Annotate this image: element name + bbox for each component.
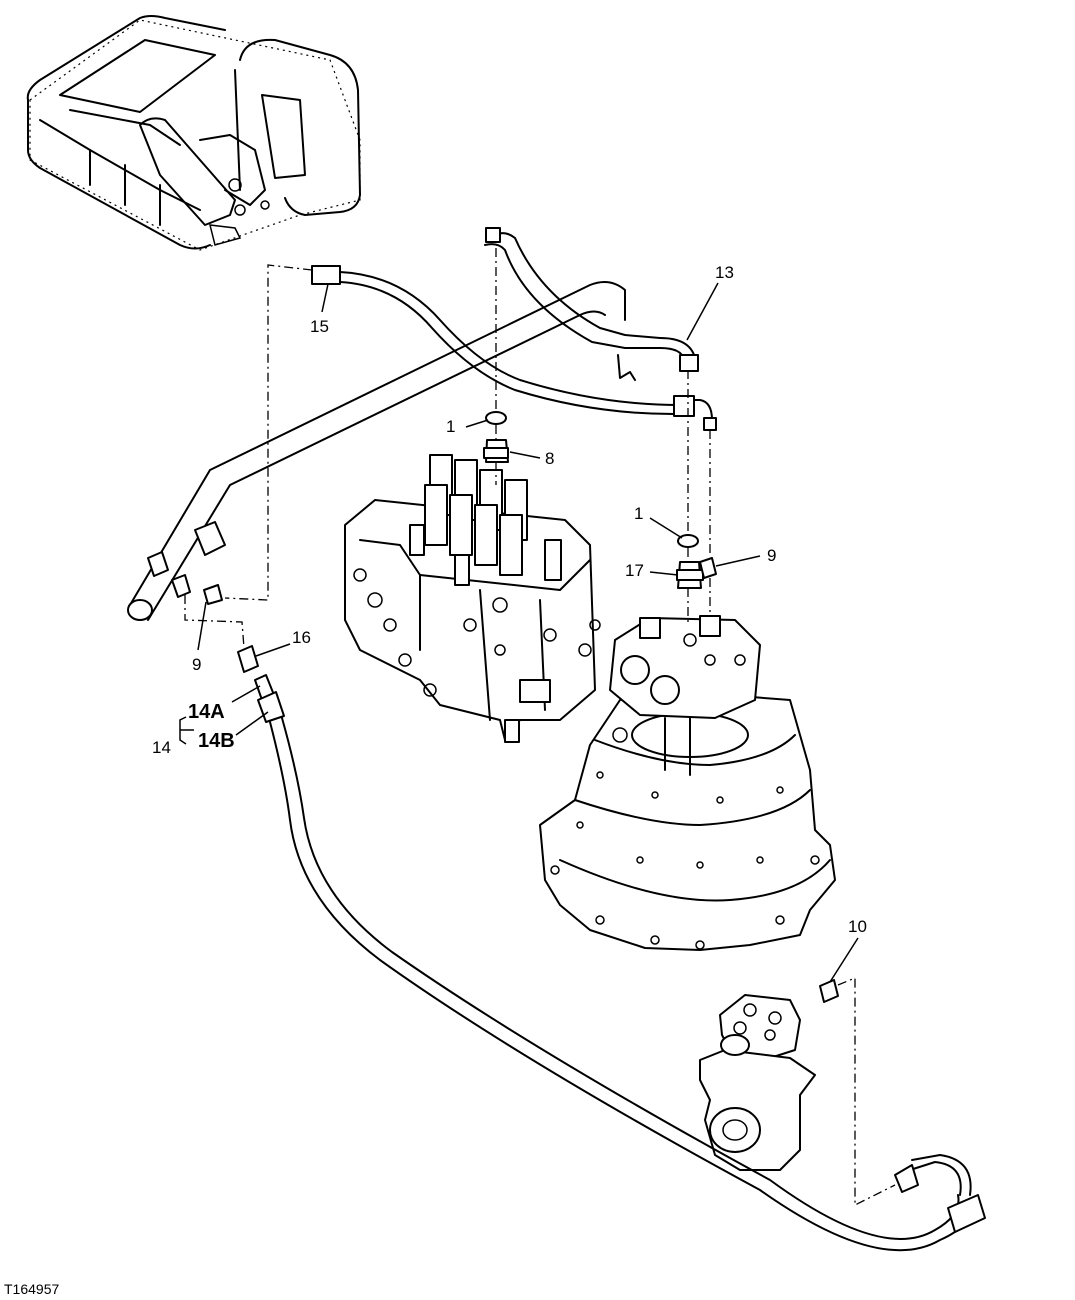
callout-14: 14 [152, 738, 171, 757]
figure-id: T164957 [4, 1281, 59, 1297]
callout-15: 15 [310, 317, 329, 336]
fitting-9-upper [699, 557, 717, 579]
machine-overview-illustration [26, 15, 361, 251]
callout-1-upper: 1 [446, 417, 455, 436]
callout-16: 16 [292, 628, 311, 647]
callout-10: 10 [848, 917, 867, 936]
callout-13: 13 [715, 263, 734, 282]
callout-9-right: 9 [767, 546, 776, 565]
callout-14B: 14B [198, 730, 235, 752]
callout-labels: 15 1 8 13 1 17 9 9 16 14A 14B 14 10 T164… [4, 263, 867, 1297]
leader-lines [179, 282, 859, 983]
fitting-8 [483, 411, 509, 463]
callout-8: 8 [545, 449, 554, 468]
callout-17: 17 [625, 561, 644, 580]
control-valve-assembly [344, 454, 601, 743]
routing-lines [184, 248, 896, 1207]
hose-13 [484, 227, 699, 381]
callout-1-lower: 1 [634, 504, 643, 523]
fitting-10 [819, 979, 839, 1003]
center-swivel-joint [699, 994, 816, 1171]
fitting-17 [676, 534, 704, 589]
callout-9-left: 9 [192, 655, 201, 674]
fitting-16 [237, 645, 259, 673]
swing-motor [539, 615, 836, 951]
hose-15 [311, 265, 717, 431]
callout-14A: 14A [188, 701, 225, 723]
fitting-9-left [203, 584, 223, 605]
